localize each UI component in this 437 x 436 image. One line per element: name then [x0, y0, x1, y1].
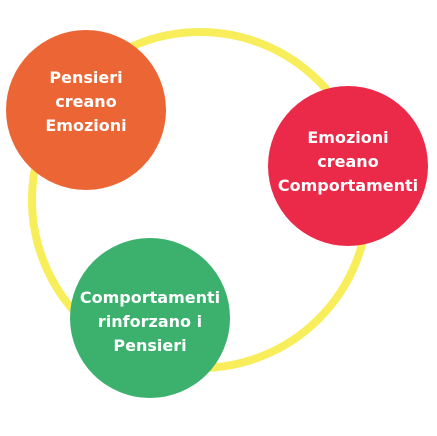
node-emozioni-line-1: Emozioni [307, 128, 389, 147]
node-pensieri-line-3: Emozioni [45, 116, 127, 135]
node-emozioni: Emozioni creano Comportamenti [268, 86, 428, 246]
node-emozioni-label: Emozioni creano Comportamenti [278, 126, 418, 198]
node-pensieri: Pensieri creano Emozioni [6, 30, 166, 190]
node-pensieri-line-1: Pensieri [49, 68, 123, 87]
node-pensieri-line-2: creano [55, 92, 117, 111]
node-emozioni-line-2: creano [317, 152, 379, 171]
node-comportamenti-label: Comportamenti rinforzano i Pensieri [80, 286, 220, 358]
node-comportamenti-line-3: Pensieri [113, 336, 187, 355]
node-emozioni-line-3: Comportamenti [277, 176, 419, 195]
node-comportamenti: Comportamenti rinforzano i Pensieri [70, 238, 230, 398]
node-comportamenti-line-2: rinforzano i [97, 312, 203, 331]
node-comportamenti-line-1: Comportamenti [79, 288, 221, 307]
node-pensieri-label: Pensieri creano Emozioni [45, 66, 126, 138]
